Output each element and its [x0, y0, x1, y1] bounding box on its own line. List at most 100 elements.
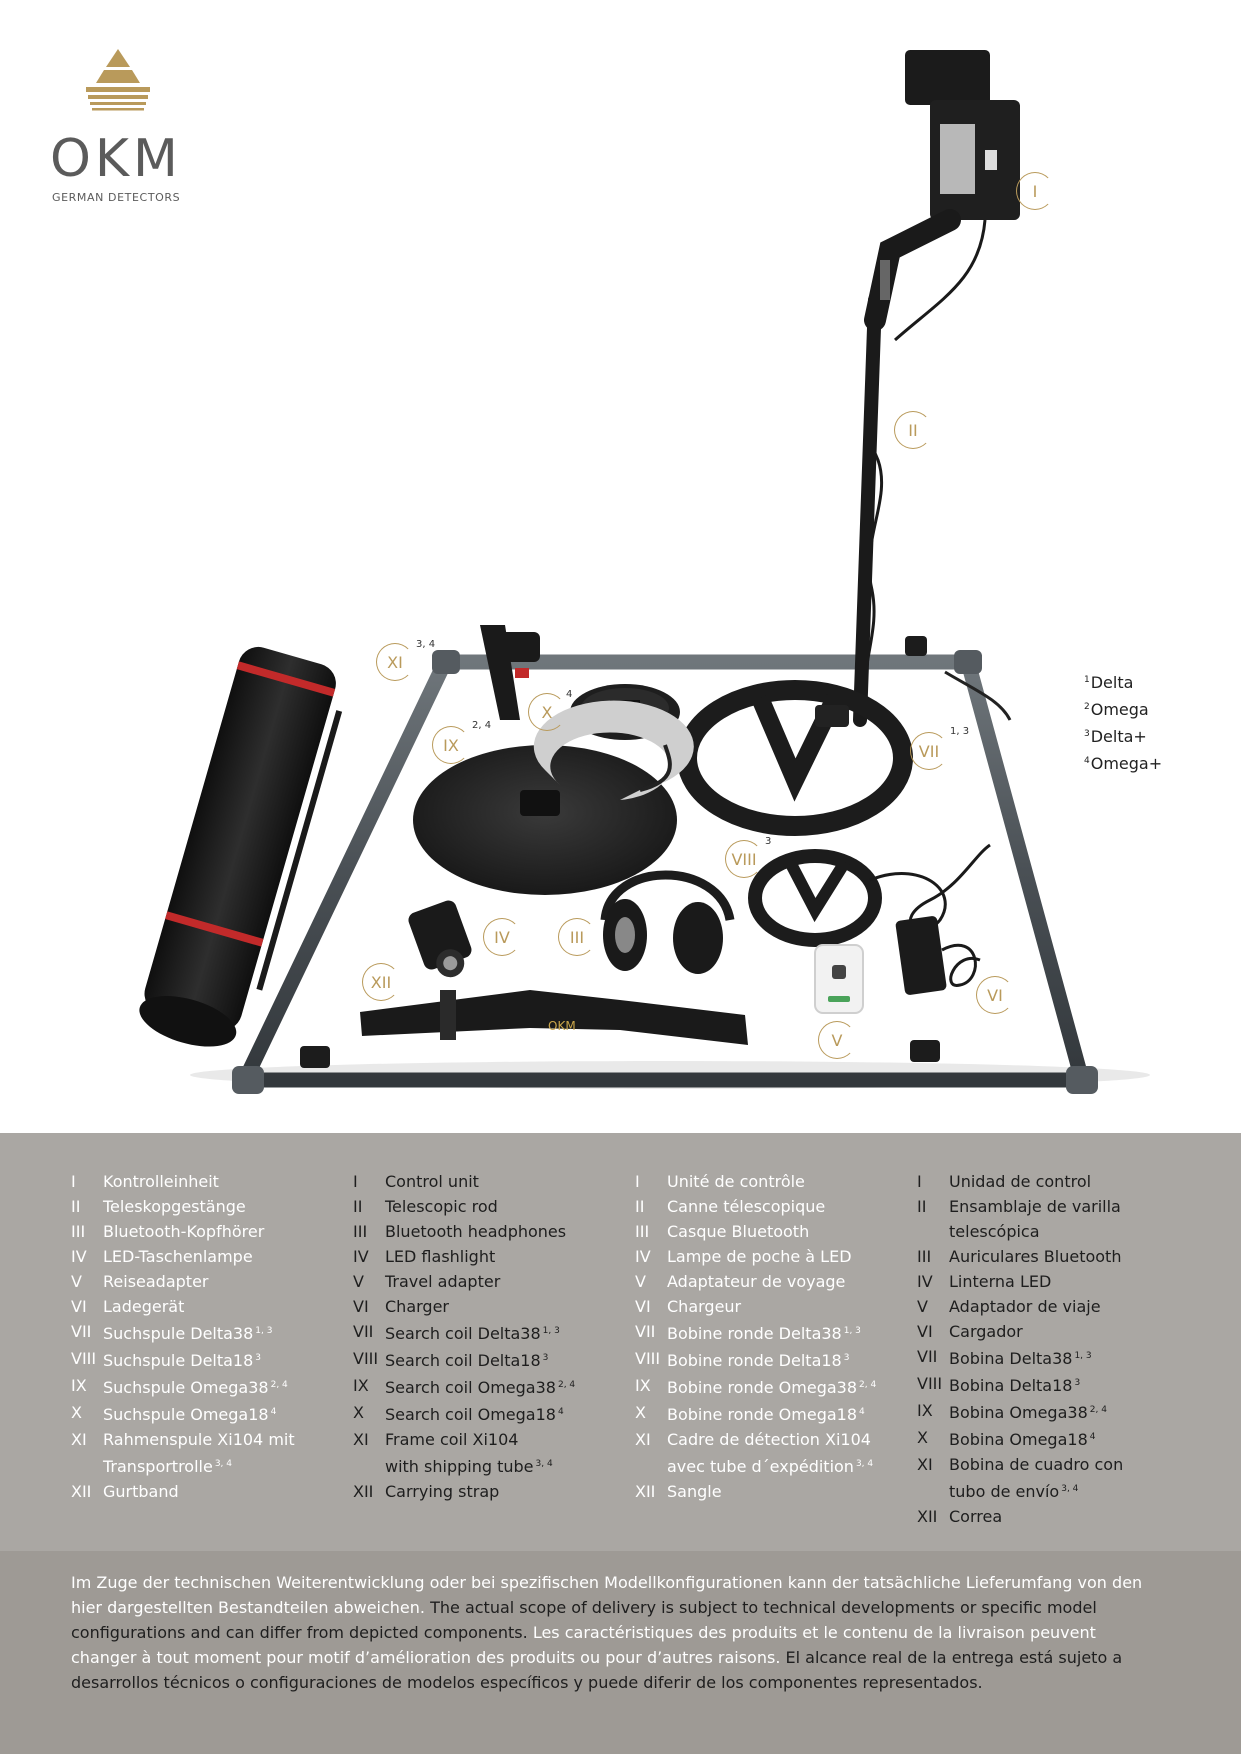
legend-item-label: Sangle	[667, 1482, 722, 1501]
legend-item-number: IX	[917, 1401, 933, 1420]
model-key-name: Omega	[1090, 700, 1149, 719]
legend-item-label: Control unit	[385, 1172, 479, 1191]
callout-VIII-sup: 3	[765, 836, 772, 847]
legend-item-number	[917, 1219, 949, 1244]
model-key-number: 1	[1084, 675, 1090, 685]
legend-item-number: VIII	[353, 1349, 379, 1368]
legend-item: VI Ladegerät	[71, 1294, 341, 1319]
legend-item-models: 3	[843, 1353, 850, 1363]
legend-item-label: telescópica	[949, 1222, 1040, 1241]
legend-item-number: XI	[635, 1430, 651, 1449]
legend-item-number: IX	[635, 1376, 651, 1395]
callout-IV: IV	[483, 918, 523, 958]
legend-item-number: II	[635, 1197, 645, 1216]
legend-item-number	[917, 1477, 949, 1504]
model-key-number: 3	[1084, 729, 1090, 739]
legend-item-label: Adaptador de viaje	[949, 1297, 1101, 1316]
legend-item-number: VII	[71, 1322, 92, 1341]
callout-X: X 4	[528, 689, 572, 733]
frame-coil-xi104	[232, 636, 1098, 1094]
legend-item-number: X	[353, 1403, 364, 1422]
disclaimer-en: The actual scope of delivery is subject …	[71, 1598, 1097, 1642]
legend-item-number: XII	[353, 1482, 374, 1501]
legend-item-models: 4	[557, 1407, 564, 1417]
carrying-strap: OKM	[360, 990, 748, 1045]
charger	[895, 916, 981, 995]
legend-item-number: IX	[71, 1376, 87, 1395]
legend-item-label: Rahmenspule Xi104 mit	[103, 1430, 295, 1449]
logo-wordmark: OKM	[50, 129, 182, 189]
legend-item-models: 3	[255, 1353, 262, 1363]
legend-item-label: Ladegerät	[103, 1297, 185, 1316]
led-flashlight	[408, 900, 472, 978]
legend-item-label: Suchspule Delta38	[103, 1324, 254, 1343]
legend-item: V Adaptateur de voyage	[635, 1269, 905, 1294]
legend-item-label: Correa	[949, 1507, 1003, 1526]
legend-item-number: III	[635, 1222, 650, 1241]
legend-item-number: XI	[917, 1455, 933, 1474]
legend-item: telescópica	[917, 1219, 1187, 1244]
legend-item-number: II	[71, 1197, 81, 1216]
strap-logo: OKM	[548, 1019, 576, 1033]
model-key-item: 2Omega	[1084, 695, 1162, 722]
legend-item-models: 3	[542, 1353, 549, 1363]
model-key-number: 4	[1084, 756, 1090, 766]
legend-item-label: avec tube d´expédition	[667, 1457, 854, 1476]
legend-item-models: 1, 3	[1074, 1351, 1092, 1361]
legend-item-number: VI	[353, 1297, 369, 1316]
legend-item-label: Teleskopgestänge	[103, 1197, 246, 1216]
legend-item-number: X	[71, 1403, 82, 1422]
legend-item-number	[635, 1452, 667, 1479]
disclaimer-fr: Les caractéristiques des produits et le …	[71, 1623, 1096, 1667]
legend-item-label: Bobine ronde Delta38	[667, 1324, 842, 1343]
control-unit-handle	[905, 50, 990, 105]
legend-item-number: X	[917, 1428, 928, 1447]
legend-item-number: VI	[71, 1297, 87, 1316]
legend-item-number: IX	[353, 1376, 369, 1395]
model-key-item: 3Delta+	[1084, 722, 1162, 749]
legend-item-models: 4	[1089, 1432, 1096, 1442]
legend-item-label: Search coil Omega18	[385, 1405, 556, 1424]
legend-item-number	[353, 1452, 385, 1479]
legend-item-label: Search coil Omega38	[385, 1378, 556, 1397]
legend-item-label: Suchspule Omega18	[103, 1405, 269, 1424]
legend-item-label: Bobine ronde Delta18	[667, 1351, 842, 1370]
model-key-name: Delta+	[1090, 727, 1147, 746]
legend-item-number: XII	[71, 1482, 92, 1501]
product-illustration: OKM	[139, 50, 1150, 1094]
legend-item-label: Bobina Delta18	[949, 1376, 1073, 1395]
legend-item-models: 3, 4	[214, 1459, 233, 1469]
legend-item-models: 3, 4	[535, 1459, 553, 1469]
legend-item-number: IV	[635, 1247, 651, 1266]
model-key-item: 1Delta	[1084, 668, 1162, 695]
legend-item-label: Suchspule Omega38	[103, 1378, 269, 1397]
callout-VII: VII 1, 3	[910, 726, 969, 772]
legend-item-label: Ensamblaje de varilla	[949, 1197, 1121, 1216]
search-coil-omega38	[413, 700, 694, 895]
detector-rod	[853, 50, 1020, 727]
legend-item-label: Adaptateur de voyage	[667, 1272, 846, 1291]
legend-item-number: V	[635, 1272, 646, 1291]
legend-item-number: I	[353, 1172, 358, 1191]
legend-item-label: Cadre de détection Xi104	[667, 1430, 871, 1449]
legend-item-label: Frame coil Xi104	[385, 1430, 519, 1449]
legend-item-label: Unité de contrôle	[667, 1172, 805, 1191]
search-coil-delta38	[677, 680, 913, 836]
